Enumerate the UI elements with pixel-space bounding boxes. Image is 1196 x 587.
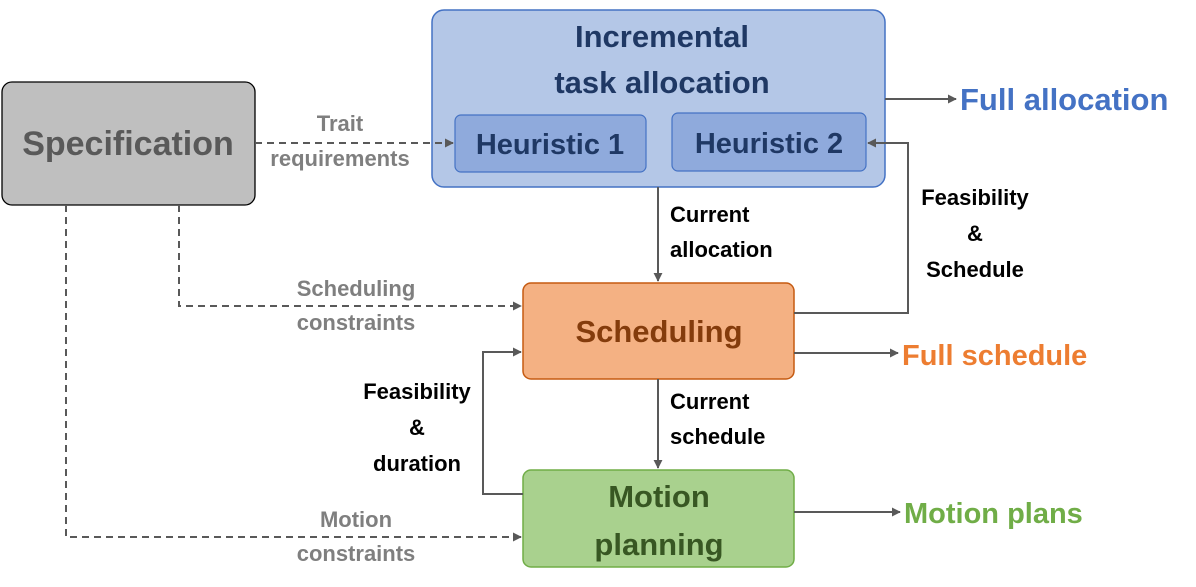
feas-duration-line1: Feasibility: [363, 379, 471, 404]
motion-planning-box: [522, 469, 795, 568]
full-allocation-label: Full allocation: [960, 82, 1168, 117]
heuristic-2-label: Heuristic 2: [695, 128, 843, 160]
motion-title-line1: Motion: [608, 479, 710, 514]
current-allocation-line1: Current: [670, 202, 750, 227]
feas-duration-line2: &: [409, 415, 425, 440]
heuristic-2-box: [671, 112, 867, 172]
feas-schedule-line1: Feasibility: [921, 185, 1029, 210]
feas-duration-line3: duration: [373, 451, 461, 476]
trait-label-line1: Trait: [317, 111, 364, 136]
feas-schedule-line3: Schedule: [926, 257, 1024, 282]
heuristic-1-label: Heuristic 1: [476, 129, 624, 161]
scheduling-constraints-line2: constraints: [297, 310, 416, 335]
motion-constraints-line2: constraints: [297, 541, 416, 566]
motion-constraints-arrow: [65, 205, 522, 542]
scheduling-label: Scheduling: [575, 314, 742, 349]
heuristic-1-box: [454, 114, 647, 173]
feasibility-duration-arrow: [482, 347, 523, 495]
scheduling-constraints-line1: Scheduling: [297, 276, 416, 301]
feasibility-schedule-arrow: [794, 138, 909, 314]
feas-schedule-line2: &: [967, 221, 983, 246]
current-schedule-line1: Current: [670, 389, 750, 414]
scheduling-constraints-arrow: [178, 205, 522, 311]
motion-plans-label: Motion plans: [904, 498, 1083, 530]
allocation-title-line1: Incremental: [575, 19, 749, 54]
motion-constraints-line1: Motion: [320, 507, 392, 532]
allocation-title-line2: task allocation: [554, 65, 769, 100]
full-schedule-label: Full schedule: [902, 340, 1087, 372]
current-schedule-line2: schedule: [670, 424, 765, 449]
motion-title-line2: planning: [594, 527, 723, 562]
trait-label-line2: requirements: [270, 146, 409, 171]
current-allocation-line2: allocation: [670, 237, 773, 262]
specification-label: Specification: [22, 125, 234, 163]
